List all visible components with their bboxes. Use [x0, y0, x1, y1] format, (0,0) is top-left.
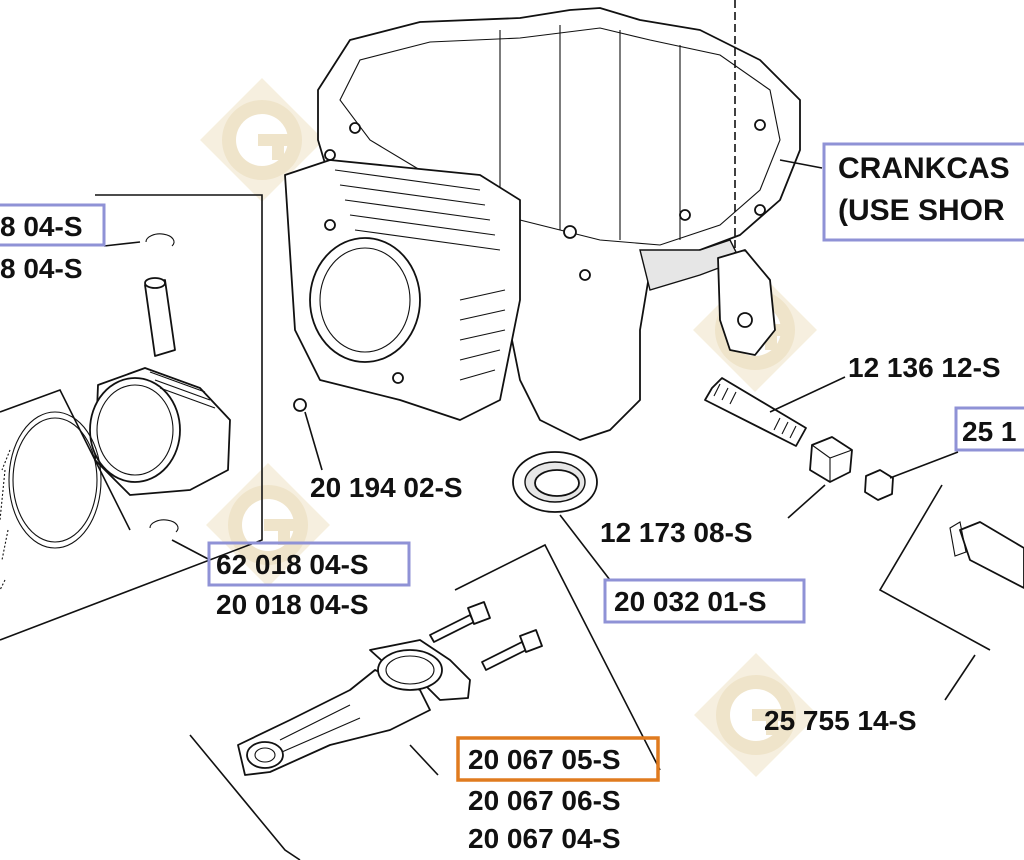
connecting-rod-drawing: [189, 543, 661, 860]
part-number-12173[interactable]: 12 173 08-S: [600, 517, 753, 548]
part-number-12136[interactable]: 12 136 12-S: [848, 352, 1001, 383]
crankcase-label-line2[interactable]: (USE SHOR: [838, 194, 1005, 227]
pin-drawing: [293, 398, 323, 471]
part-labels: 8 04-S 8 04-S CRANKCAS (USE SHOR 12 136 …: [0, 142, 1024, 854]
part-number-top-left-2[interactable]: 8 04-S: [0, 253, 83, 284]
label-box-crankcase: [822, 142, 1024, 242]
crankcase-drawing: [317, 0, 801, 441]
part-number-20067-05[interactable]: 20 067 05-S: [468, 744, 621, 775]
cylinder-drawing: [284, 159, 521, 421]
part-number-25755[interactable]: 25 755 14-S: [764, 705, 917, 736]
part-number-25-1[interactable]: 25 1: [962, 416, 1017, 447]
stud-drawing: [704, 376, 846, 447]
bracket-drawing: [717, 249, 776, 356]
part-number-20067-04[interactable]: 20 067 04-S: [468, 823, 621, 854]
oil-seal-drawing: [512, 451, 611, 581]
part-number-62018[interactable]: 62 018 04-S: [216, 549, 369, 580]
label-box-25-1: [954, 406, 1024, 452]
part-number-20067-06[interactable]: 20 067 06-S: [468, 785, 621, 816]
crankcase-label-line1[interactable]: CRANKCAS: [838, 152, 1010, 185]
part-number-top-left-1[interactable]: 8 04-S: [0, 211, 83, 242]
label-box-20032: [603, 578, 806, 624]
label-box-62018: [207, 541, 411, 587]
leader-lines: [779, 159, 823, 169]
nut-drawing: [787, 436, 853, 519]
label-box-top-left: [0, 203, 106, 247]
part-number-20032[interactable]: 20 032 01-S: [614, 586, 767, 617]
piston-group-drawing: [0, 194, 263, 641]
small-nut-drawing: [864, 451, 959, 501]
shaft-drawing: [878, 484, 1024, 701]
part-number-20194[interactable]: 20 194 02-S: [310, 472, 463, 503]
part-number-20018[interactable]: 20 018 04-S: [216, 589, 369, 620]
label-box-20067-05-highlighted: [456, 736, 660, 782]
